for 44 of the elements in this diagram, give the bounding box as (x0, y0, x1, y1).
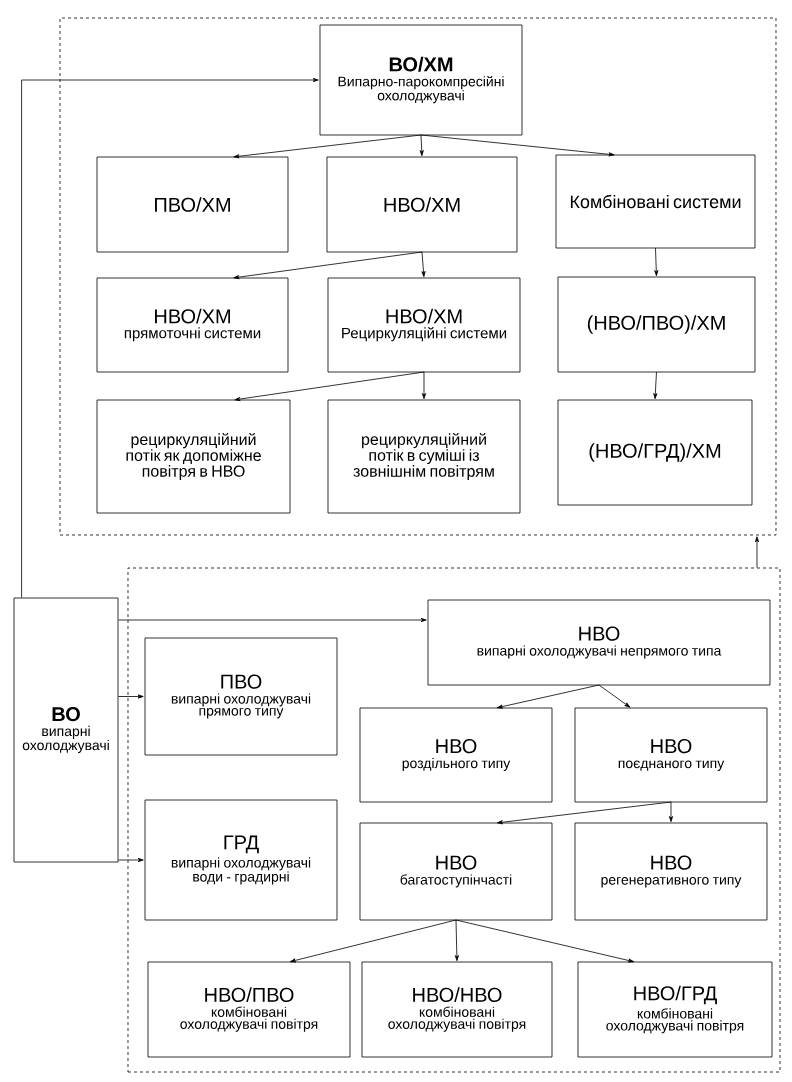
text-box: НВО роздільного типу (359, 707, 553, 803)
arrow (598, 684, 631, 708)
arrow (289, 919, 457, 963)
arrow (754, 536, 760, 568)
text-box: Комбіновані системи (555, 154, 756, 249)
text-box: ВО/ХМ Випарно-парокомпресійні охолоджувачі (319, 24, 523, 136)
text-box: НВО/ГРД комбіновані охолоджувачі повітря (577, 961, 773, 1058)
arrow (653, 371, 658, 400)
text-box: рециркуляційний потік в суміші із зовнішнім повітрям (327, 399, 521, 514)
arrow (496, 801, 672, 825)
arrow (455, 919, 635, 963)
arrow (118, 694, 144, 699)
arrow (654, 247, 659, 277)
arrow (233, 134, 422, 159)
arrow (21, 77, 319, 598)
arrow (421, 251, 426, 278)
group-frame (127, 567, 781, 1073)
text-box: ГРД випарні охолоджувачі води - градирні (144, 799, 338, 921)
text-box: НВО регенеративного типу (574, 822, 768, 921)
text-box: ВО випарні охолоджувачі (13, 597, 119, 863)
text-box: НВО/НВО комбіновані охолоджувачі повітря (361, 961, 553, 1058)
text-box: НВО поєднаного типу (574, 707, 768, 803)
arrow (454, 919, 459, 962)
arrow (419, 134, 424, 157)
arrow (668, 801, 674, 823)
arrow (118, 857, 144, 863)
arrow (421, 371, 427, 400)
arrow (118, 617, 427, 623)
text-box: (НВО/ГРД)/ХМ (557, 399, 753, 506)
text-box: ПВО випарні охолоджувачі прямого типу (144, 637, 338, 756)
text-box: НВО багатоступінчасті (359, 822, 553, 921)
text-box: ПВО/ХМ (96, 156, 289, 253)
arrow (233, 251, 423, 280)
text-box: НВО/ХМ Рециркуляційні системи (327, 277, 521, 373)
arrow (420, 134, 615, 157)
text-box: НВО/ХМ прямоточні системи (96, 277, 289, 373)
text-box: НВО/ПВО комбіновані охолоджувачі повітря (147, 961, 351, 1058)
group-frame (59, 17, 777, 536)
text-box: (НВО/ПВО)/ХМ (557, 276, 756, 373)
arrow (234, 371, 425, 402)
text-box: НВО випарні охолоджувачі непрямого типа (427, 599, 771, 686)
text-box: рециркуляційний потік як допоміжне повітря в НВО (96, 399, 291, 514)
text-box: НВО/ХМ (326, 156, 518, 253)
arrow (496, 684, 600, 709)
